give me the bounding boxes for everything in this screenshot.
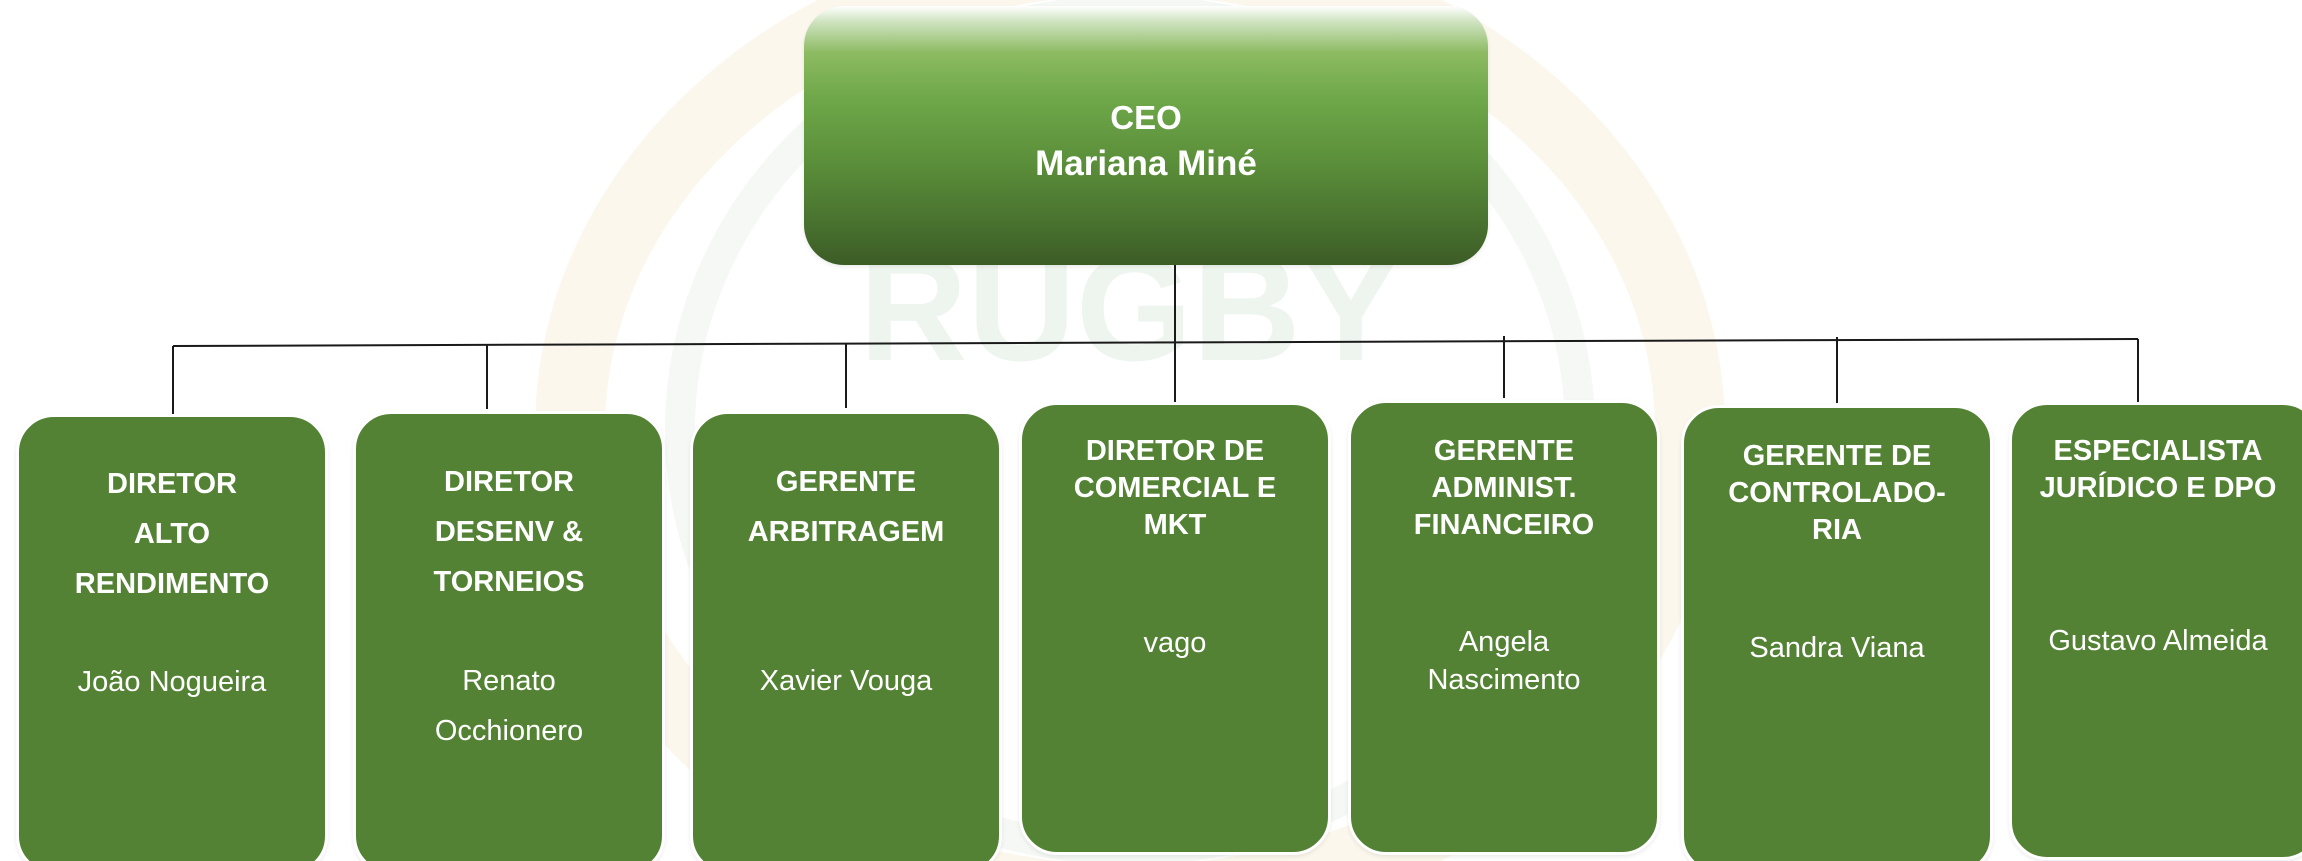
position-box-administ-financeiro: GERENTE ADMINIST. FINANCEIRO Angela Nasc… [1348,400,1660,855]
horizontal-bus-line [172,338,2139,347]
position-box-desenv-torneios: DIRETOR DESENV & TORNEIOS Renato Occhion… [353,411,665,861]
position-title: GERENTE DE CONTROLADO- RIA [1728,440,1946,546]
position-title: GERENTE ARBITRAGEM [747,466,945,548]
position-title: DIRETOR ALTO RENDIMENTO [74,468,270,600]
position-holder: Xavier Vouga [759,665,933,697]
position-box-controladoria: GERENTE DE CONTROLADO- RIA Sandra Viana [1681,405,1993,861]
position-holder: Angela Nascimento [1427,626,1581,696]
position-title: DIRETOR DESENV & TORNEIOS [433,466,585,598]
position-box-comercial-mkt: DIRETOR DE COMERCIAL E MKT vago [1019,402,1331,855]
position-holder: Gustavo Almeida [2048,625,2268,657]
ceo-box: CEO Mariana Miné [804,6,1488,265]
position-title: DIRETOR DE COMERCIAL E MKT [1073,435,1277,541]
position-title: GERENTE ADMINIST. FINANCEIRO [1413,435,1595,541]
ceo-role: CEO [1110,99,1182,136]
position-holder: João Nogueira [77,666,267,698]
position-box-juridico-dpo: ESPECIALISTA JURÍDICO E DPO Gustavo Alme… [2009,402,2302,860]
position-box-alto-rendimento: DIRETOR ALTO RENDIMENTO João Nogueira [16,414,328,861]
position-holder: vago [1143,627,1207,659]
position-holder: Sandra Viana [1749,632,1925,664]
ceo-name: Mariana Miné [1035,144,1257,183]
position-box-arbitragem: GERENTE ARBITRAGEM Xavier Vouga [690,411,1002,861]
position-holder: Renato Occhionero [434,665,584,747]
position-title: ESPECIALISTA JURÍDICO E DPO [2039,435,2277,504]
